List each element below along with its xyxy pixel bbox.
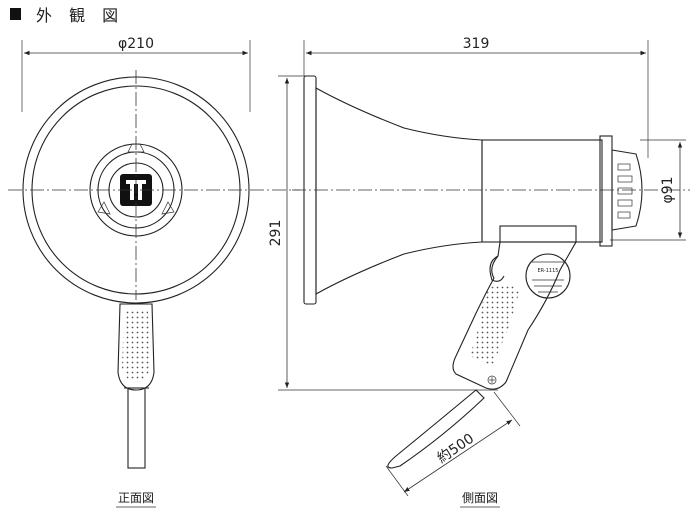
title-square-icon [10, 8, 21, 20]
front-top-bracket [127, 143, 145, 153]
side-model-badge-text: ER-1115 [538, 268, 559, 274]
front-right-bracket [161, 201, 175, 215]
front-diameter-label: φ210 [118, 36, 154, 52]
fin-3 [617, 187, 633, 195]
page-title: 外 観 図 [36, 6, 124, 25]
side-view-label: 側面図 [462, 491, 498, 505]
front-grip [117, 303, 155, 391]
fin-5 [617, 211, 631, 219]
cord-ext-top [493, 391, 521, 427]
front-view-label: 正面図 [118, 491, 154, 505]
front-left-bracket [97, 201, 111, 215]
side-screw-icon [487, 375, 497, 385]
side-handle-mount [499, 225, 577, 243]
front-handle-strap [127, 387, 146, 469]
side-grip-texture [470, 284, 520, 366]
front-grip-texture [122, 310, 150, 382]
logo-stem-right [138, 184, 142, 200]
logo-stem-left [130, 184, 134, 200]
side-length-label: 319 [463, 36, 490, 52]
fin-1 [617, 163, 631, 171]
header: 外 観 図 [10, 6, 124, 25]
side-model-badge [525, 253, 571, 299]
fin-4 [617, 199, 633, 207]
side-view: 319 291 φ91 [268, 36, 690, 508]
side-trigger [489, 255, 505, 282]
side-rear-cap [611, 149, 643, 231]
side-cord-dim-line [403, 419, 513, 493]
front-view: φ210 正面図 [8, 36, 300, 508]
side-horn [315, 87, 483, 295]
fin-2 [617, 175, 633, 183]
side-height-label: 291 [268, 220, 284, 247]
side-pistol-grip [452, 241, 577, 390]
side-rear-fins [617, 163, 633, 219]
